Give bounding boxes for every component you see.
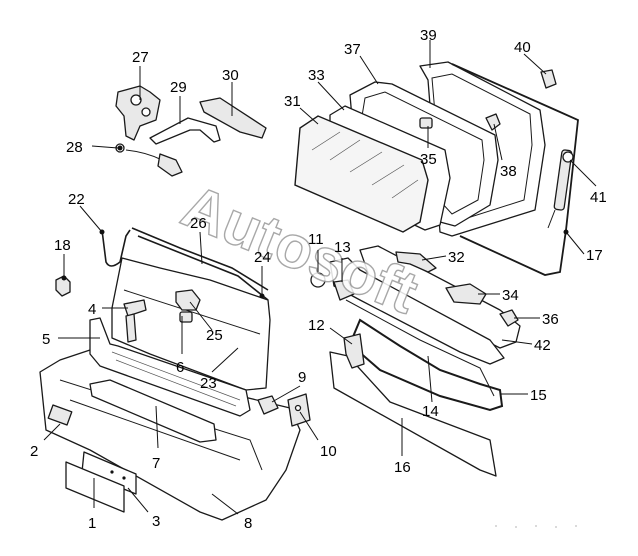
callout-10: 10 <box>320 443 337 460</box>
callout-24: 24 <box>254 249 271 266</box>
strip-7 <box>89 379 217 443</box>
callout-1: 1 <box>88 515 96 532</box>
glass-31 <box>294 115 429 233</box>
callout-2: 2 <box>30 443 38 460</box>
beam-16 <box>329 351 497 477</box>
latch-34 <box>445 283 487 305</box>
bracket-35 <box>419 117 433 129</box>
callout-18: 18 <box>54 237 71 254</box>
callout-11: 11 <box>308 231 324 248</box>
callout-15: 15 <box>530 387 547 404</box>
callout-32: 32 <box>448 249 465 266</box>
callout-26: 26 <box>190 215 207 232</box>
scan-artifact-dots <box>495 525 577 528</box>
callout-29: 29 <box>170 79 187 96</box>
hinge-13 <box>333 279 355 301</box>
clip-40 <box>540 69 557 89</box>
bolt-4 <box>123 299 147 343</box>
handle-30 <box>199 97 267 139</box>
lock-25 <box>175 289 201 323</box>
bracket-10 <box>287 393 311 427</box>
callout-16: 16 <box>394 459 411 476</box>
callout-5: 5 <box>42 331 50 348</box>
strip-26 <box>131 227 269 301</box>
seal-15 <box>348 318 504 412</box>
callout-42: 42 <box>534 337 551 354</box>
callout-9: 9 <box>298 369 306 386</box>
callout-30: 30 <box>222 67 239 84</box>
reinforcement-5 <box>89 317 251 417</box>
callout-numbers: 1 2 3 4 5 6 7 8 9 10 11 12 13 14 15 16 1… <box>30 27 607 532</box>
callout-13: 13 <box>334 239 351 256</box>
callout-25: 25 <box>206 327 223 344</box>
callout-38: 38 <box>500 163 517 180</box>
callout-37: 37 <box>344 41 361 58</box>
callout-12: 12 <box>308 317 325 334</box>
panel-23 <box>111 257 271 391</box>
leader-lines <box>43 40 597 515</box>
callout-27: 27 <box>132 49 149 66</box>
callout-7: 7 <box>152 455 160 472</box>
plate-1 <box>65 461 125 513</box>
callout-34: 34 <box>502 287 519 304</box>
bracket-12 <box>343 333 365 369</box>
callout-28: 28 <box>66 139 83 156</box>
plate-3 <box>81 451 137 495</box>
callout-4: 4 <box>88 301 96 318</box>
callout-14: 14 <box>422 403 439 420</box>
callout-23: 23 <box>200 375 217 392</box>
callout-6: 6 <box>176 359 184 376</box>
striker-32 <box>395 251 437 273</box>
hinge-9 <box>257 395 279 415</box>
strut-41 <box>547 149 574 229</box>
callout-17: 17 <box>586 247 603 264</box>
reflector-2 <box>47 404 73 426</box>
callout-22: 22 <box>68 191 85 208</box>
latch-27 <box>115 85 161 141</box>
hinge-11 <box>310 272 326 288</box>
callout-40: 40 <box>514 39 531 56</box>
callout-39: 39 <box>420 27 437 44</box>
callout-31: 31 <box>284 93 301 110</box>
rod-22 <box>101 229 131 267</box>
cable-28 <box>115 143 183 177</box>
clip-38 <box>485 113 501 131</box>
callout-33: 33 <box>308 67 325 84</box>
stop-36 <box>499 309 519 327</box>
lever-29 <box>149 117 221 145</box>
callout-41: 41 <box>590 189 607 206</box>
callout-35: 35 <box>420 151 437 168</box>
callout-36: 36 <box>542 311 559 328</box>
callout-3: 3 <box>152 513 160 530</box>
callout-8: 8 <box>244 515 252 532</box>
